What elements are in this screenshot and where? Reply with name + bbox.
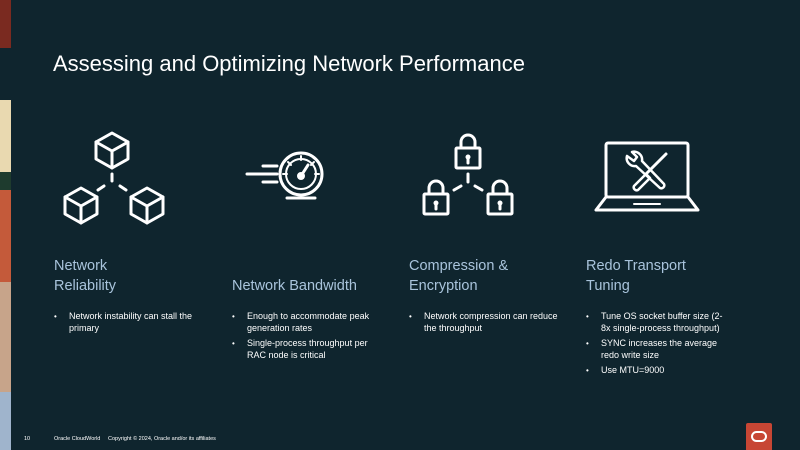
column-title: Redo Transport Tuning — [586, 258, 686, 294]
speedometer-icon — [245, 151, 324, 200]
bullet-list: Enough to accommodate peak generation ra… — [232, 311, 382, 365]
list-item: Tune OS socket buffer size (2-8x single-… — [586, 311, 726, 334]
bullet-list: Tune OS socket buffer size (2-8x single-… — [586, 311, 726, 381]
column-title: Network Reliability — [54, 258, 117, 294]
footer-copyright: Copyright © 2024, Oracle and/or its affi… — [108, 436, 216, 442]
list-item: Network instability can stall the primar… — [54, 311, 204, 334]
list-item: Single-process throughput per RAC node i… — [232, 338, 382, 361]
oracle-logo-icon — [746, 423, 772, 450]
network-cubes-icon — [63, 131, 165, 225]
page-number: 10 — [24, 436, 31, 442]
footer-event: Oracle CloudWorld — [54, 436, 101, 442]
list-item: SYNC increases the average redo write si… — [586, 338, 726, 361]
laptop-tools-icon — [594, 141, 700, 212]
network-locks-icon — [422, 133, 514, 216]
column-title: Network Bandwidth — [232, 278, 357, 294]
slide-title: Assessing and Optimizing Network Perform… — [53, 51, 525, 76]
list-item: Use MTU=9000 — [586, 365, 726, 377]
column-title: Compression & Encryption — [409, 258, 509, 294]
list-item: Enough to accommodate peak generation ra… — [232, 311, 382, 334]
list-item: Network compression can reduce the throu… — [409, 311, 559, 334]
decorative-left-strip — [0, 0, 11, 450]
bullet-list: Network instability can stall the primar… — [54, 311, 204, 338]
bullet-list: Network compression can reduce the throu… — [409, 311, 559, 338]
